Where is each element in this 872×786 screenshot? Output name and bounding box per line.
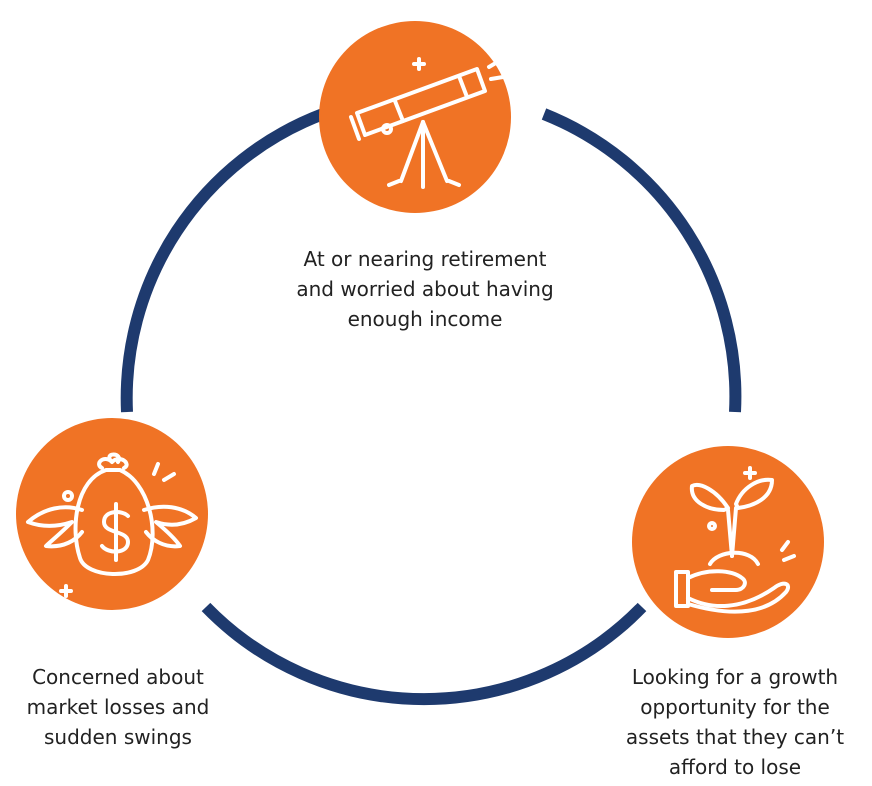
node-market-losses [16, 418, 208, 610]
caption-line: Concerned about [32, 665, 204, 689]
caption-line: afford to lose [668, 755, 802, 779]
hand-holding-plant-icon [674, 466, 796, 614]
flying-money-bag-icon [26, 452, 198, 598]
caption-line: At or nearing retirement [303, 247, 547, 271]
caption-line: enough income [347, 307, 503, 331]
caption-line: opportunity for the [640, 695, 830, 719]
caption-retirement-income: At or nearing retirement and worried abo… [260, 244, 590, 334]
ring-arc-bottom [201, 602, 647, 706]
ring-arc-top-left [120, 108, 326, 413]
caption-market-losses: Concerned about market losses and sudden… [0, 662, 236, 752]
caption-line: Looking for a growth [631, 665, 839, 689]
node-growth-opportunity [632, 446, 824, 638]
caption-line: market losses and [26, 695, 210, 719]
node-retirement-income [319, 21, 511, 213]
caption-line: and worried about having [296, 277, 554, 301]
telescope-icon [349, 57, 505, 189]
ring-arc-top-right [541, 108, 742, 413]
caption-line: assets that they can’t [625, 725, 845, 749]
caption-growth-opportunity: Looking for a growth opportunity for the… [602, 662, 868, 782]
caption-line: sudden swings [44, 725, 192, 749]
